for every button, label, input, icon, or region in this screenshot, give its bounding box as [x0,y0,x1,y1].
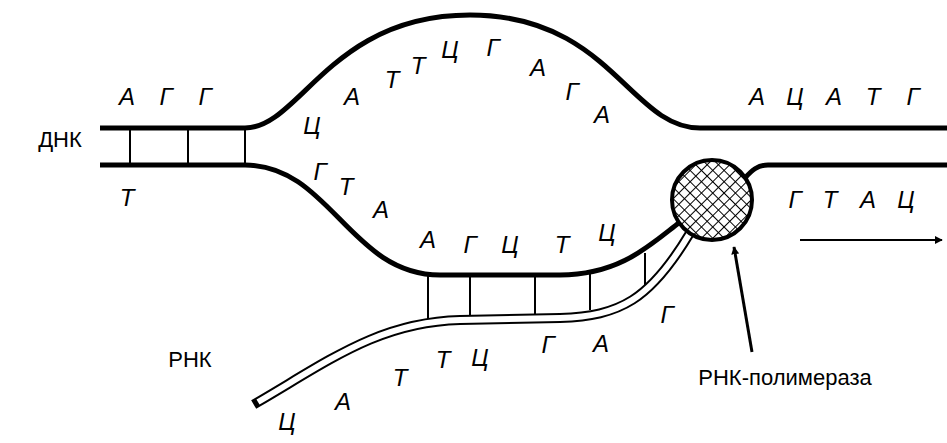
nucleotide-letter: Г [463,233,476,257]
direction-arrow [800,239,942,241]
nucleotide-letter: А [335,390,351,414]
rna-strand-fill [258,233,690,402]
leader-arrow [734,247,752,352]
nucleotide-letter: А [530,56,546,80]
dna-bottom-strand [100,165,680,275]
nucleotide-letter: Ц [278,410,295,434]
nucleotide-letter: Т [866,85,881,109]
nucleotide-letter: Т [436,348,451,372]
nucleotide-letter: А [420,228,436,252]
dna-top-strand [100,15,947,128]
nucleotide-letter: А [594,103,610,127]
nucleotide-letter: А [119,85,135,109]
nucleotide-letter: Г [906,85,919,109]
nucleotide-letter: А [373,198,389,222]
nucleotide-letter: Т [823,188,838,212]
nucleotide-letter: Т [393,366,408,390]
part-label: РНК [168,349,211,371]
nucleotide-letter: Г [788,188,801,212]
base-pair-rungs [130,128,245,165]
dna-bottom-strand [745,165,947,178]
nucleotide-letter: Ц [786,85,803,109]
rna-strand-outline [258,233,690,402]
nucleotide-letter: Г [159,85,172,109]
part-label: РНК-полимераза [698,367,871,389]
part-label: ДНК [38,129,82,151]
nucleotide-letter: Ц [303,114,320,138]
nucleotide-letter: Т [339,175,354,199]
nucleotide-letter: А [593,332,609,356]
nucleotide-letter: Г [565,80,578,104]
nucleotide-letter: Ц [501,233,518,257]
nucleotide-letter: Ц [441,38,458,62]
nucleotide-letter: Ц [471,346,488,370]
nucleotide-letter: Г [541,333,554,357]
nucleotide-letter: Т [120,186,135,210]
nucleotide-letter: Ц [897,188,914,212]
nucleotide-letter: Г [313,160,326,184]
rna-polymerase [672,160,752,240]
nucleotide-letter: Г [198,85,211,109]
nucleotide-letter: Т [555,233,570,257]
nucleotide-letter: Т [385,68,400,92]
nucleotide-letter: Г [660,303,673,327]
nucleotide-letter: А [344,85,360,109]
nucleotide-letter: А [826,85,842,109]
nucleotide-letter: А [860,188,876,212]
nucleotide-letter: Т [411,54,426,78]
nucleotide-letter: А [749,85,765,109]
nucleotide-letter: Ц [598,221,615,245]
nucleotide-letter: Г [486,36,499,60]
